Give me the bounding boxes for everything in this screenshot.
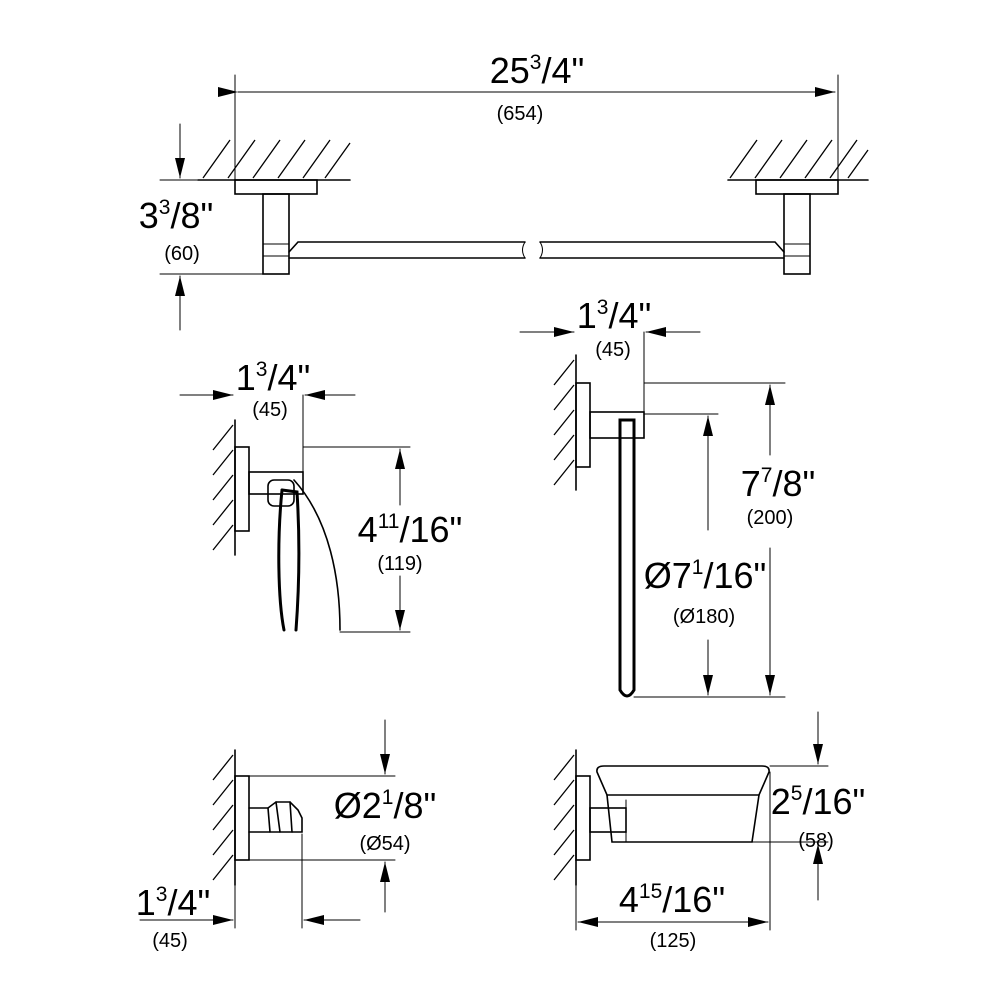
hatch-ring	[553, 359, 575, 486]
towel-bar-width-mm: (654)	[497, 103, 544, 125]
toilet-holder-depth-mm: (45)	[252, 399, 288, 421]
ring-diameter-mm: (Ø180)	[673, 606, 735, 628]
hatch-hook	[212, 754, 234, 881]
towel-bar-depth-label: 33/8"	[139, 195, 214, 236]
toilet-paper-holder-drawing	[179, 390, 411, 633]
hatch-toilet	[212, 424, 234, 551]
ring-height-label: 77/8"	[741, 463, 816, 504]
soap-height-label: 25/16"	[771, 781, 866, 822]
hook-diameter-mm: (Ø54)	[359, 833, 410, 855]
ring-diameter-label: Ø71/16"	[644, 555, 767, 596]
hook-diameter-label: Ø21/8"	[334, 785, 437, 826]
towel-bar-width-label: 253/4"	[490, 50, 585, 91]
robe-hook-drawing	[139, 719, 396, 929]
toilet-holder-depth-label: 13/4"	[236, 357, 311, 398]
towel-ring-drawing	[519, 327, 786, 698]
soap-depth-mm: (125)	[650, 930, 697, 952]
ring-height-mm: (200)	[747, 507, 794, 529]
towel-bar-depth-mm: (60)	[164, 243, 200, 265]
soap-height-mm: (58)	[798, 830, 834, 852]
ring-depth-mm: (45)	[595, 339, 631, 361]
toilet-holder-height-mm: (119)	[377, 553, 422, 575]
toilet-holder-height-label: 411/16"	[358, 509, 463, 550]
hatch-soap	[553, 754, 575, 881]
hook-depth-label: 13/4"	[136, 882, 211, 923]
hatch-towel-left	[202, 139, 351, 179]
soap-depth-label: 415/16"	[619, 879, 725, 920]
soap-dish-drawing	[553, 711, 829, 931]
hatch-towel-right	[729, 139, 869, 179]
ring-depth-label: 13/4"	[577, 295, 652, 336]
hook-depth-mm: (45)	[152, 930, 188, 952]
towel-bar-drawing	[159, 74, 869, 331]
